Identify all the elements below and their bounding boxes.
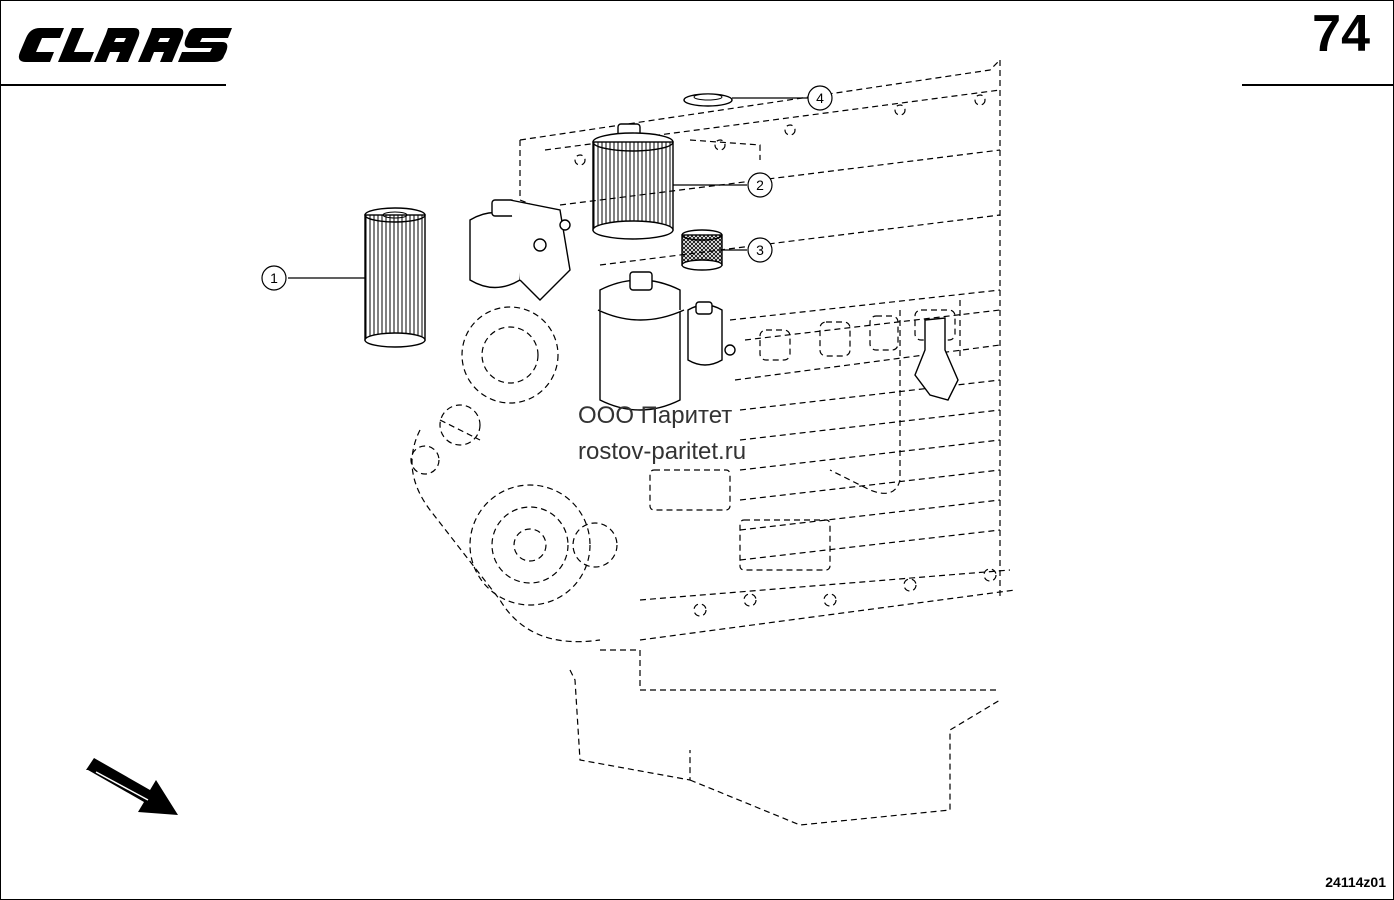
part-3-strainer-insert bbox=[681, 229, 723, 271]
direction-arrow-icon bbox=[86, 758, 178, 815]
callout-2-number: 2 bbox=[756, 177, 764, 193]
watermark-company: ООО Паритет bbox=[578, 402, 733, 429]
callout-4: 4 bbox=[807, 85, 833, 111]
callout-3-number: 3 bbox=[756, 242, 764, 258]
claas-logo bbox=[10, 18, 238, 70]
callout-3: 3 bbox=[747, 237, 773, 263]
engine-block-outline bbox=[410, 59, 1016, 826]
drawing-id: 24114z01 bbox=[1325, 874, 1386, 890]
header-rule-left bbox=[0, 84, 226, 86]
callout-2: 2 bbox=[747, 172, 773, 198]
callout-leaders bbox=[288, 97, 808, 279]
callout-1: 1 bbox=[261, 265, 287, 291]
callout-4-number: 4 bbox=[816, 90, 824, 106]
filter-housings bbox=[469, 199, 959, 411]
claas-logo-graphic bbox=[18, 28, 232, 62]
part-1-filter-element bbox=[364, 207, 426, 348]
part-4-seal-ring bbox=[683, 93, 733, 107]
header-rule-right bbox=[1242, 84, 1394, 86]
part-2-filter-cartridge bbox=[592, 123, 674, 240]
watermark: ООО Паритет rostov-paritet.ru bbox=[578, 398, 746, 470]
callout-1-number: 1 bbox=[270, 270, 278, 286]
page-number: 74 bbox=[1312, 5, 1370, 63]
watermark-url: rostov-paritet.ru bbox=[578, 438, 747, 465]
